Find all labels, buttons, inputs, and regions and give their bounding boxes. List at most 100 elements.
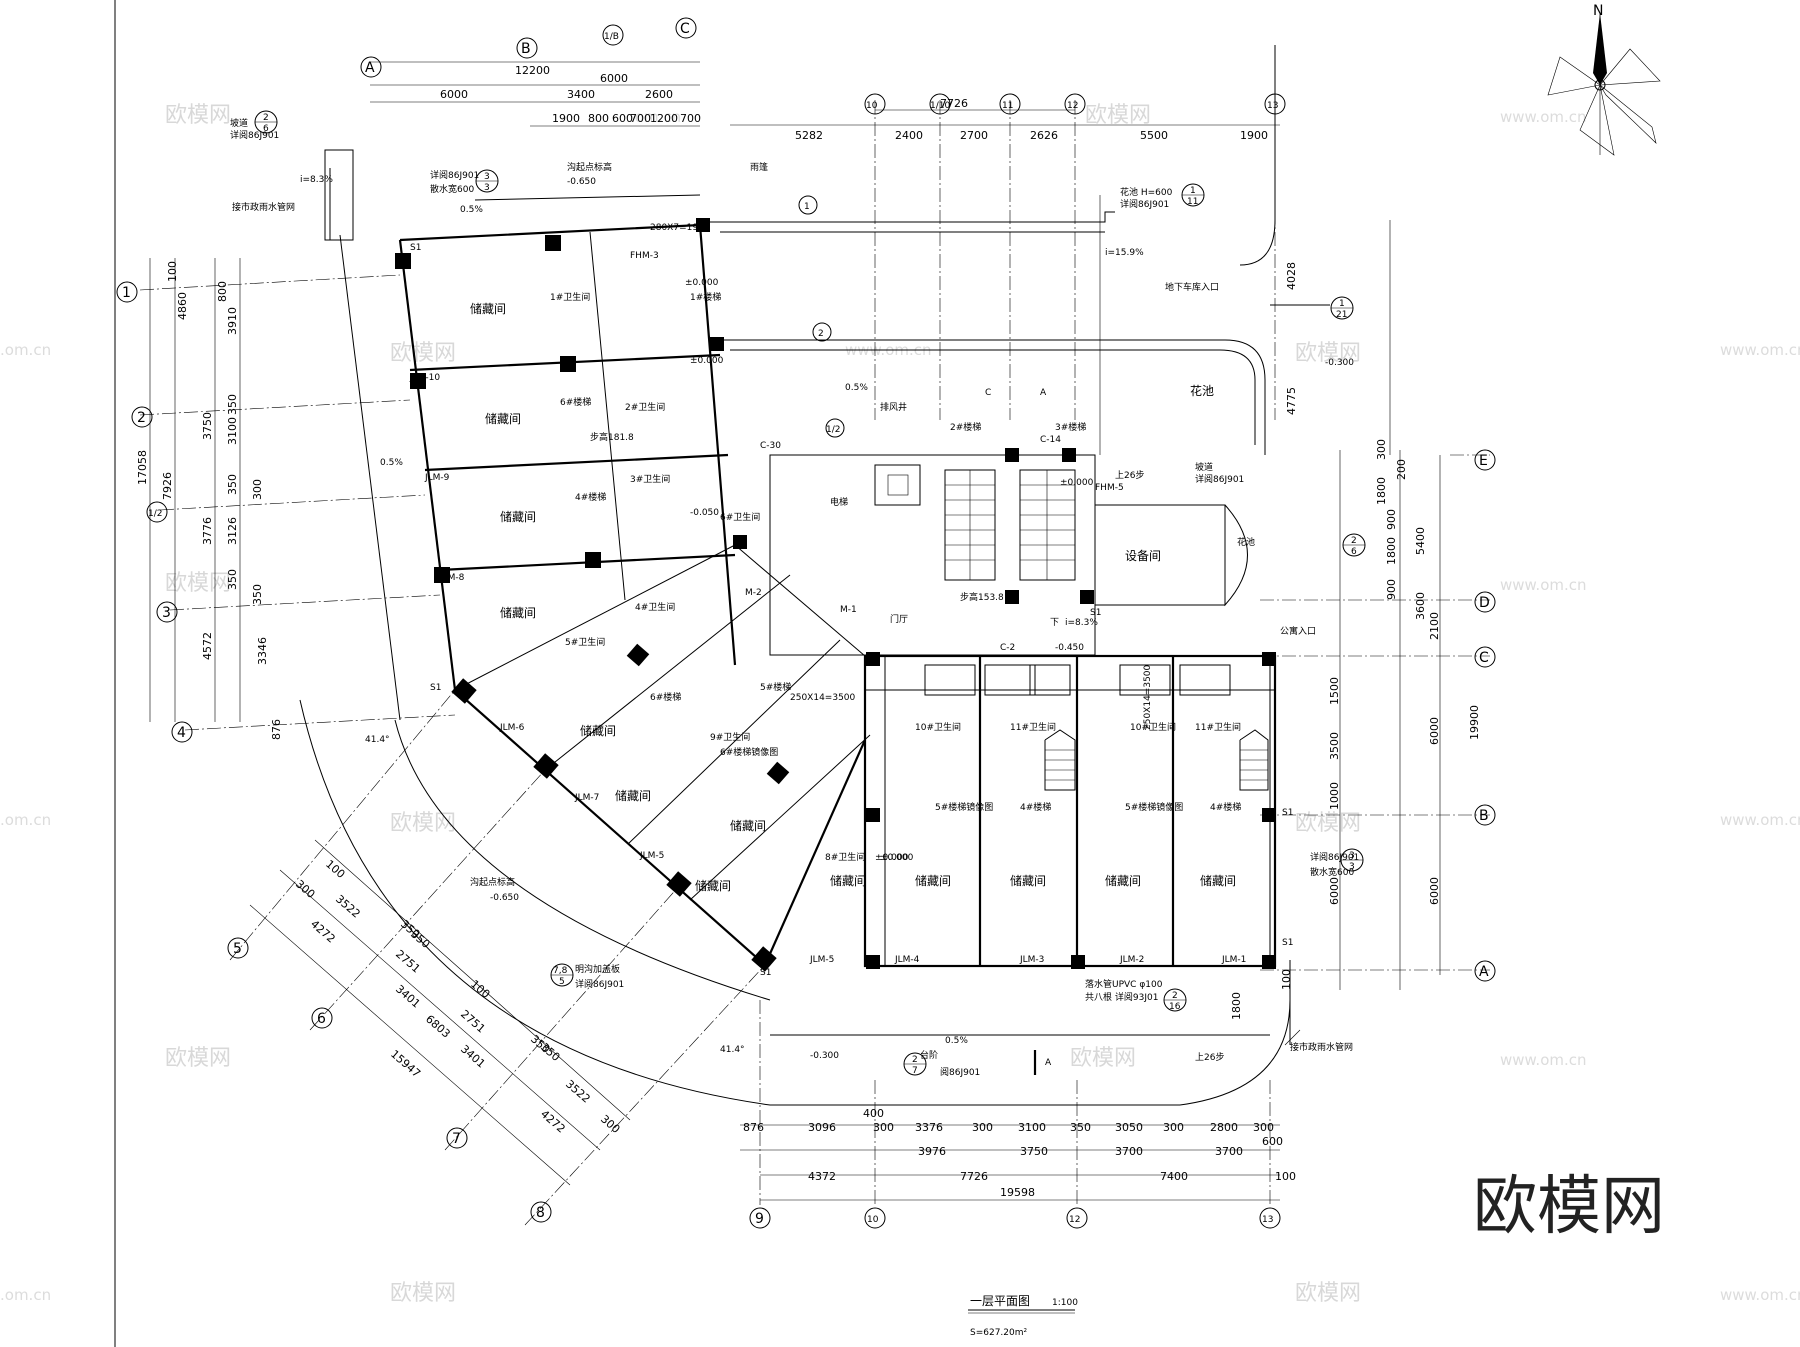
elevation: ±0.000 (690, 356, 724, 366)
dim-label: 3401 (393, 982, 423, 1010)
room-label: 储藏间 (1010, 873, 1046, 888)
tag: JLM-6 (499, 723, 525, 733)
room-label: 储藏间 (615, 788, 651, 803)
note: 沟起点标高 (470, 876, 515, 888)
callout-number: 2 (912, 1055, 918, 1065)
dim-left: 17058 7926 4860 3750 3776 4572 3910 3100… (136, 258, 456, 740)
tag: C-14 (1040, 435, 1061, 445)
garden-edge (720, 339, 1266, 455)
callout-number: 2 (1172, 991, 1178, 1001)
room-label: 储藏间 (470, 301, 506, 316)
dim-label: 350 (226, 569, 239, 590)
axis-bubble: 13 (1259, 1207, 1281, 1229)
elevation: -0.300 (810, 1051, 839, 1061)
dim-label: 100 (1280, 969, 1293, 990)
dim-top-left: 12200 6000 6000 3400 2600 1900 800 600 7… (370, 61, 701, 127)
axis-label: 8 (536, 1205, 545, 1221)
note: 花池 H=600 (1120, 186, 1173, 198)
axis-label: 13 (1267, 101, 1278, 111)
dim-label: 2100 (1428, 612, 1441, 640)
room-label: 6#楼梯 (560, 396, 591, 408)
tag: JLM-5 (809, 955, 834, 965)
tag: S1 (760, 968, 771, 978)
axis-label: 13 (1262, 1215, 1273, 1225)
room-label: 储藏间 (830, 873, 866, 888)
dim-label: 3400 (567, 88, 595, 101)
watermark-text: 欧模网 (1295, 341, 1361, 366)
dim-label: 300 (251, 479, 264, 500)
detail-callout: 2 6 (254, 110, 278, 134)
note: 落水管UPVC φ100 (1085, 978, 1163, 990)
column (1071, 955, 1085, 969)
room-label: 储藏间 (1105, 873, 1141, 888)
lift-car (887, 474, 909, 496)
room-label: 5#楼梯 (760, 681, 791, 693)
skew-wall (734, 544, 866, 657)
dim-label: 100 (1275, 1170, 1296, 1183)
dim-label: 100 (166, 261, 179, 282)
tag: S1 (410, 243, 421, 253)
apron-arc (394, 719, 771, 1001)
room-label: 11#卫生间 (1010, 721, 1056, 733)
callout-sheet: 21 (1336, 310, 1347, 320)
dim-label: 3750 (201, 412, 214, 440)
garden-edge (730, 349, 1256, 445)
elevation: -0.450 (1055, 643, 1084, 653)
dim-label: 6000 (1428, 877, 1441, 905)
axis-label: C (680, 21, 690, 37)
angle-label: 41.4° (720, 1045, 745, 1055)
tag: JLM-1 (1221, 955, 1246, 965)
north-arrow: N (1547, 3, 1661, 156)
column (585, 552, 601, 568)
axis-label: 3 (162, 605, 171, 621)
column (1262, 652, 1276, 666)
room-label: 储藏间 (580, 723, 616, 738)
dim-label: 2600 (645, 88, 673, 101)
note: 250X14=3500 (790, 693, 856, 703)
dim-label: 1200 (650, 112, 678, 125)
dim-label: 600 (1262, 1135, 1283, 1148)
note: 接市政雨水管网 (1290, 1041, 1353, 1053)
dim-label: 5500 (1140, 129, 1168, 142)
column (533, 753, 559, 779)
dim-bottom: 876 3096 400 300 3376 300 3100 350 3050 … (740, 1000, 1296, 1205)
watermark-domain: www.om.cn (1720, 341, 1800, 359)
column (733, 535, 747, 549)
elevation: ±0.000 (875, 853, 909, 863)
note: 步高153.8 (960, 591, 1004, 603)
elevation: ±0.000 (880, 853, 914, 863)
stair-flight (1019, 469, 1076, 581)
axis-bubble: D (1474, 591, 1496, 613)
dim-label: 4372 (808, 1170, 836, 1183)
watermark-domain: .om.cn (0, 811, 51, 829)
note: 坡道 (230, 117, 248, 129)
skew-wall (689, 734, 871, 901)
room-label: 花池 (1190, 383, 1214, 398)
note: 步高181.8 (590, 431, 634, 443)
watermark-text: 欧模网 (1295, 1281, 1361, 1306)
left-block: 储藏间 储藏间 储藏间 储藏间 1#卫生间 2#卫生间 3#卫生间 6#卫生间 … (230, 117, 760, 721)
axis-bubble: 7 (446, 1127, 468, 1149)
elevation: -0.050 (690, 508, 719, 518)
dim-label: 2751 (458, 1007, 488, 1035)
room-label: 5#楼梯镜像图 (1125, 801, 1183, 813)
dim-label: 3401 (458, 1042, 488, 1070)
north-arrow-vane (1547, 56, 1601, 96)
callout-sheet: 3 (1349, 862, 1355, 872)
dim-label: 3522 (333, 892, 363, 920)
note: i=8.3% (300, 175, 333, 185)
dim-label: 3346 (256, 637, 269, 665)
column (751, 946, 777, 972)
west-wall (398, 239, 457, 691)
room-label: 电梯 (830, 496, 848, 508)
tag: JLM-10 (409, 373, 440, 383)
dim-label: 100 (323, 857, 347, 881)
tag: FHM-3 (630, 251, 659, 261)
toilet-cell (1179, 664, 1231, 696)
axis-label: 10 (866, 101, 878, 111)
north-label: N (1593, 3, 1603, 19)
dim-label: 7726 (940, 97, 968, 110)
skew-outer-wall (454, 689, 766, 966)
detail-callout: 3 3 (475, 169, 499, 193)
axis-bubble: 1/2 (146, 501, 168, 523)
